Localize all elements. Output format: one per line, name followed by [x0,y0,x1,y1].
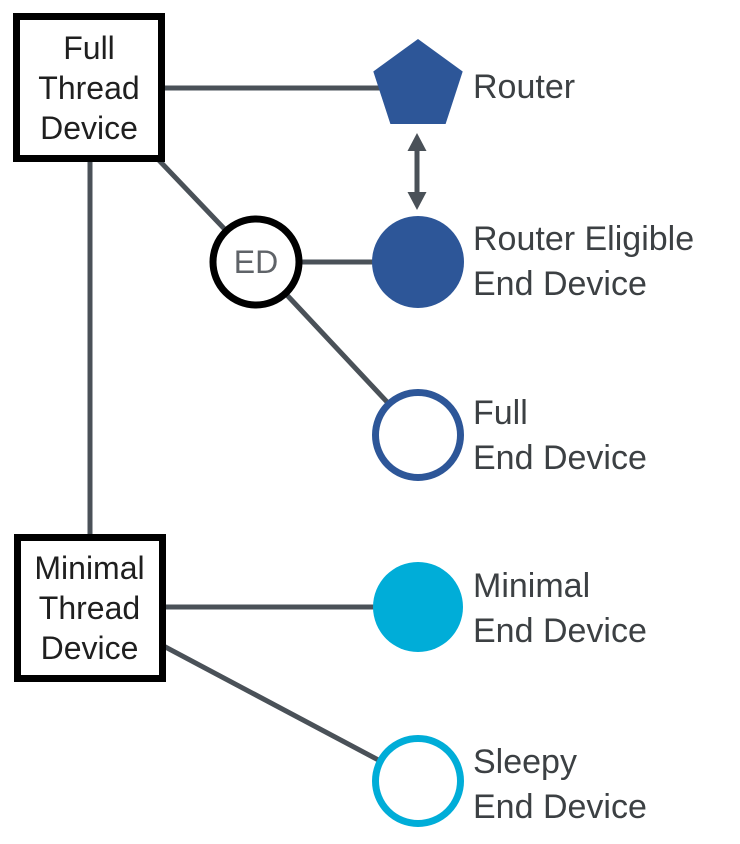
full-thread-device-label: Full Thread Device [13,13,165,162]
med-label-line2: End Device [473,612,647,650]
sed-label-line1: Sleepy [473,743,577,781]
full-thread-device-box [13,13,165,162]
arrow-head-up [407,133,427,151]
sleepy-end-device-circle [372,735,464,827]
sed-label-line2: End Device [473,788,647,826]
fed-label-line2: End Device [473,439,647,477]
router-eligible-end-device-circle [372,216,464,308]
full-thread-device-label-line3: Device [40,109,138,146]
full-thread-device-label-line2: Thread [38,69,140,106]
sleepy-end-device-label: Sleepy End Device [473,740,647,830]
fed-label-line1: Full [473,394,528,432]
ed-badge-label: ED [233,244,279,280]
minimal-thread-device-box [14,534,166,682]
minimal-end-device-circle [373,562,463,652]
router-label: Router [473,65,575,110]
minimal-thread-device-label-line2: Thread [38,590,141,626]
med-label-line1: Minimal [473,567,591,605]
arrow-head-down [407,192,427,210]
full-thread-device-label-line1: Full [63,29,115,66]
router-pentagon-icon [373,39,463,124]
minimal-thread-device-label-line1: Minimal [34,550,145,586]
bidirectional-arrow-icon [407,133,427,210]
router-label-line1: Router [473,68,576,106]
minimal-thread-device-label-line3: Device [40,630,139,666]
full-end-device-circle [372,389,464,481]
minimal-end-device-label: Minimal End Device [473,564,647,654]
reed-label-line2: End Device [473,265,647,303]
full-end-device-label: Full End Device [473,391,647,481]
minimal-thread-device-label: Minimal Thread Device [13,534,166,682]
ed-circle [209,215,303,309]
reed-label-line1: Router Eligible [473,220,695,258]
router-eligible-end-device-label: Router Eligible End Device [473,217,694,307]
